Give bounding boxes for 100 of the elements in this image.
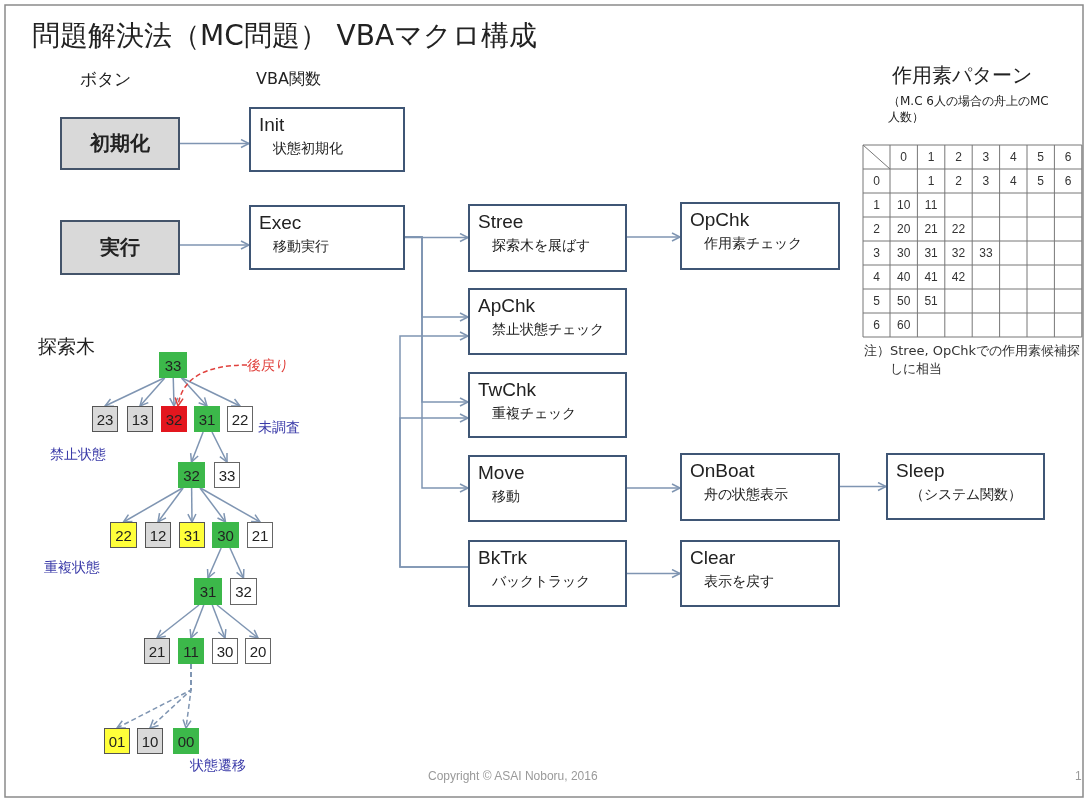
table-cell-text: 32 xyxy=(950,245,967,262)
state-number: 32 xyxy=(165,410,183,428)
function-name: OnBoat xyxy=(690,459,756,483)
state-number: 12 xyxy=(149,526,167,544)
function-name: Sleep xyxy=(896,459,946,483)
function-box xyxy=(886,453,1045,520)
arrow xyxy=(216,604,259,639)
function-box xyxy=(680,453,840,521)
state-box xyxy=(212,522,239,548)
table-cell-text: 6 xyxy=(872,317,881,334)
state-number: 23 xyxy=(96,410,114,428)
state-number: 22 xyxy=(115,526,132,544)
state-number: 32 xyxy=(183,466,200,484)
table-cell-text: 50 xyxy=(896,293,912,310)
table-cell-text: 33 xyxy=(978,245,994,262)
annotation-label: 後戻り xyxy=(247,355,289,375)
title: 問題解決法（MC問題） VBAマクロ構成 xyxy=(32,18,538,54)
function-description: （システム関数） xyxy=(909,485,1023,504)
state-number: 32 xyxy=(235,583,252,600)
button-box xyxy=(60,220,180,275)
arrow xyxy=(626,568,681,579)
state-number: 33 xyxy=(218,466,236,484)
table-cell-text: 60 xyxy=(896,317,912,334)
arrow xyxy=(211,604,227,639)
table-cell-text: 6 xyxy=(1063,173,1073,190)
state-caption: 未調査 xyxy=(258,419,300,437)
state-number: 13 xyxy=(131,410,149,428)
function-description: バックトラック xyxy=(491,572,591,591)
arrow xyxy=(189,604,205,639)
arrow xyxy=(156,604,200,639)
arrow xyxy=(157,487,184,523)
table-cell-text: 0 xyxy=(899,149,909,166)
table-cell-text: 6 xyxy=(1063,149,1073,166)
function-name: Exec xyxy=(259,211,303,235)
dashed-arrow xyxy=(182,663,192,729)
arrow xyxy=(179,240,250,250)
table-cell-text: 31 xyxy=(923,245,939,262)
state-number: 33 xyxy=(164,356,182,374)
table-cell-text: 2 xyxy=(872,221,881,238)
function-name: Stree xyxy=(478,210,525,234)
function-box xyxy=(680,540,840,607)
function-description: 重複チェック xyxy=(491,404,577,423)
function-name: Clear xyxy=(690,546,737,570)
arrow xyxy=(206,547,222,579)
table-cell-text: 5 xyxy=(1036,149,1046,166)
state-number: 31 xyxy=(183,526,201,544)
table-cell-text: 1 xyxy=(926,173,936,190)
table-cell-text: 42 xyxy=(950,269,967,286)
state-number: 31 xyxy=(199,583,217,600)
function-box xyxy=(468,540,627,607)
table-cell-text: 41 xyxy=(923,269,939,286)
arrow xyxy=(626,232,681,242)
table-cell-text: 1 xyxy=(926,149,936,166)
arrow xyxy=(104,377,165,407)
state-box xyxy=(194,578,222,605)
table-cell-text: 5 xyxy=(872,293,881,310)
table-cell-text: 40 xyxy=(896,269,912,286)
state-caption: 重複状態 xyxy=(44,559,100,577)
table-cell-text: 11 xyxy=(923,197,939,214)
heading: ボタン xyxy=(80,68,131,91)
arrow xyxy=(839,481,887,492)
function-box xyxy=(249,107,405,172)
state-number: 11 xyxy=(183,642,199,660)
table-cell-text: 20 xyxy=(896,221,912,238)
function-description: 表示を戻す xyxy=(703,572,775,591)
arrow xyxy=(169,377,179,407)
function-name: Move xyxy=(478,461,526,485)
function-description: 舟の状態表示 xyxy=(703,485,789,504)
table-cell-text: 4 xyxy=(872,269,881,286)
state-box xyxy=(178,638,204,664)
state-caption: 状態遷移 xyxy=(190,757,246,775)
function-name: OpChk xyxy=(690,208,751,232)
function-description: 作用素チェック xyxy=(703,234,803,253)
table-cell-text: 21 xyxy=(923,221,939,238)
state-number: 22 xyxy=(231,410,249,428)
heading: VBA関数 xyxy=(256,69,321,90)
function-box xyxy=(468,455,627,522)
table-cell-text: 10 xyxy=(896,197,912,214)
arrow xyxy=(211,431,228,463)
subtitle: （M.C 6人の場合の舟上のMC人数） xyxy=(888,93,1050,125)
arrow xyxy=(139,377,166,407)
arrow xyxy=(187,487,197,523)
function-description: 状態初期化 xyxy=(272,139,344,158)
button-label: 実行 xyxy=(100,234,140,261)
table-cell-text: 3 xyxy=(872,245,881,262)
function-description: 移動実行 xyxy=(272,237,330,256)
arrow xyxy=(229,547,245,579)
button-box xyxy=(60,117,180,170)
state-number: 31 xyxy=(198,410,216,428)
function-box xyxy=(468,204,627,272)
heading: 探索木 xyxy=(38,334,95,359)
function-box xyxy=(680,202,840,270)
function-description: 移動 xyxy=(491,487,521,506)
state-box xyxy=(230,578,257,605)
function-name: ApChk xyxy=(478,294,537,318)
state-box xyxy=(110,522,137,548)
table-cell-text: 2 xyxy=(954,173,963,190)
button-label: 初期化 xyxy=(90,130,150,157)
function-box xyxy=(249,205,405,270)
table-cell-text: 0 xyxy=(872,173,881,190)
